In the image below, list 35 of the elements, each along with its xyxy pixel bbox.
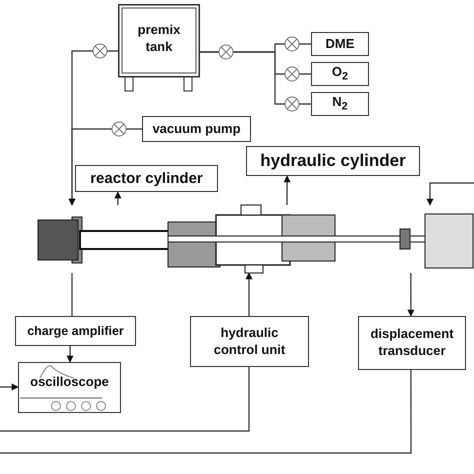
process-box <box>311 32 369 56</box>
connector-line <box>284 175 291 205</box>
process-box <box>142 116 251 142</box>
node-label: oscilloscope <box>30 374 109 391</box>
node-label: charge amplifier <box>27 322 124 340</box>
process-box <box>311 92 369 116</box>
connector-line <box>0 370 412 454</box>
node-label: O$_{2}$ <box>332 64 348 84</box>
node-label: reactor cylinder <box>90 168 203 188</box>
node-label: premix tank <box>136 22 182 56</box>
node-label: DME <box>326 36 354 52</box>
node-label: N$_{2}$ <box>332 94 348 114</box>
label-box <box>246 146 420 176</box>
node-label: vacuum pump <box>152 120 241 138</box>
node-label: displacement transducer <box>369 326 455 360</box>
connector-line <box>200 51 311 105</box>
node-label: hydraulic cylinder <box>260 150 406 172</box>
oscilloscope-box <box>18 362 121 413</box>
tank-drawing <box>118 4 200 92</box>
connector-line <box>114 191 122 205</box>
process-box <box>311 62 369 86</box>
label-box <box>75 165 218 192</box>
process-box <box>358 316 466 370</box>
connector-line <box>71 273 73 316</box>
process-box <box>15 316 136 346</box>
node-label: hydraulic control unit <box>212 324 286 358</box>
connector-line <box>407 273 414 317</box>
process-box <box>190 316 309 367</box>
connector-line <box>426 182 474 206</box>
connector-line <box>0 367 250 432</box>
connector-line <box>68 128 142 206</box>
connector-line <box>0 384 19 390</box>
connector-line <box>66 346 74 363</box>
connector-line <box>246 272 252 316</box>
apparatus-drawing <box>38 205 474 273</box>
